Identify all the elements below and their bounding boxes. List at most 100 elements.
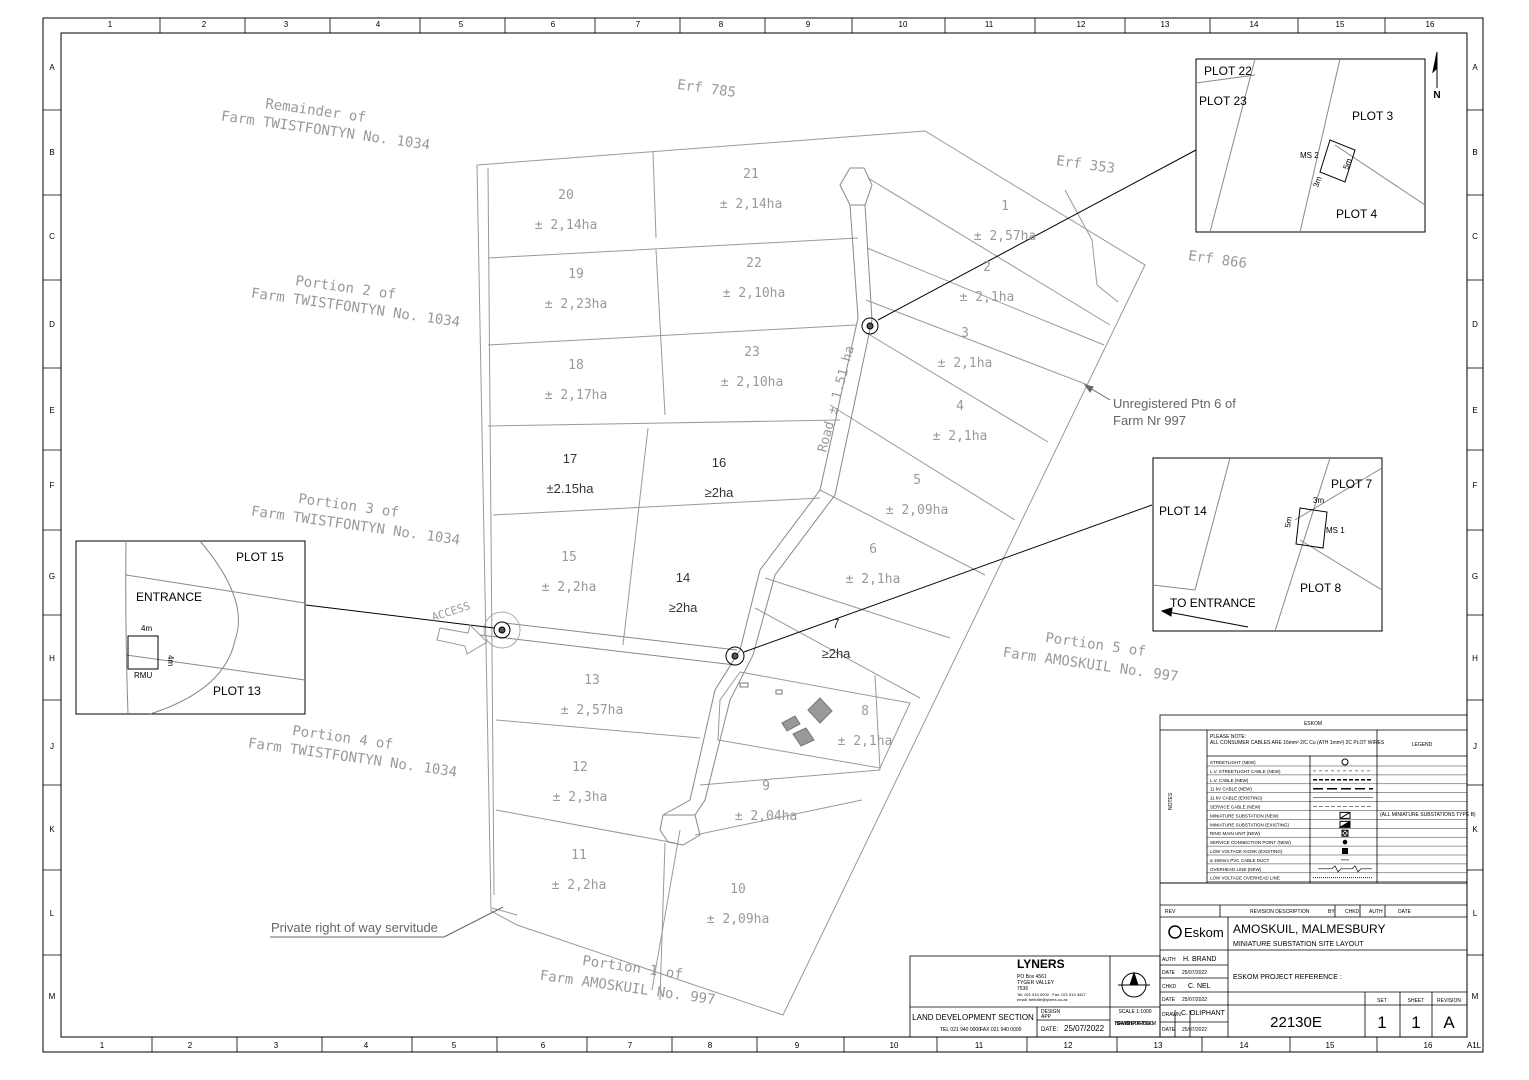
- plot-area-11: ± 2,2ha: [552, 878, 607, 893]
- legend-symbol-icon: [1339, 811, 1351, 819]
- grid-row-right-label: H: [1472, 654, 1478, 663]
- grid-col-top-label: 10: [899, 20, 908, 29]
- date-val-3: 25/07/2022: [1182, 1027, 1207, 1033]
- chkd-name: C. NEL: [1188, 983, 1211, 990]
- grid-row-left-label: G: [49, 572, 55, 581]
- plot-number-21: 21: [743, 167, 759, 182]
- internal-road: [479, 167, 873, 846]
- eskom-logo-text: Eskom: [1184, 925, 1224, 940]
- leader-lines: [270, 384, 1111, 938]
- plot-area-20: ± 2,14ha: [535, 218, 598, 233]
- consultant-addr-1: PO Box 4561: [1017, 974, 1047, 980]
- rev-chkd-col: CHKD: [1345, 909, 1360, 915]
- plot-number-16: 16: [712, 455, 726, 470]
- chkd-label: CHKD: [1162, 984, 1177, 990]
- project-subtitle: MINIATURE SUBSTATION SITE LAYOUT: [1233, 941, 1364, 948]
- legend-symbol-icon: [1338, 820, 1351, 828]
- inset-rmu-plot13: PLOT 13: [213, 684, 261, 698]
- rev-desc-col: REVISION DESCRIPTION: [1250, 909, 1310, 915]
- set-value: 1: [1377, 1013, 1386, 1032]
- legend-symbol-icon: [1318, 865, 1372, 873]
- grid-col-top-label: 9: [806, 20, 811, 29]
- legend-item-label: MINIATURE SUBSTATION (EXISTING): [1210, 822, 1290, 827]
- plot-number-19: 19: [568, 267, 584, 282]
- grid-row-right-label: L: [1473, 909, 1478, 918]
- drawing-frame: [42, 17, 1484, 1053]
- grid-row-right-label: C: [1472, 232, 1478, 241]
- grid-col-top-label: 4: [376, 20, 381, 29]
- grid-row-left-label: E: [49, 406, 54, 415]
- grid-row-right-label: K: [1472, 825, 1478, 834]
- inset-rmu-height: 4m: [166, 655, 175, 666]
- legend-item-label: STREETLIGHT (NEW): [1210, 760, 1256, 765]
- access-label: ACCESS: [430, 599, 472, 624]
- sheet-size-label: A1L: [1467, 1041, 1482, 1050]
- inset-ms1-box: [1152, 457, 1383, 632]
- consultant-section: LAND DEVELOPMENT SECTION: [912, 1013, 1034, 1022]
- grid-col-bottom-label: 6: [541, 1041, 546, 1050]
- grid-col-bottom-label: 11: [975, 1041, 984, 1050]
- grid-col-bottom-label: 8: [708, 1041, 713, 1050]
- plot-area-23: ± 2,10ha: [721, 375, 784, 390]
- grid-col-bottom-label: 13: [1154, 1041, 1163, 1050]
- grid-row-left-label: L: [50, 909, 55, 918]
- legend-item-label: 11 kV CABLE (NEW): [1210, 787, 1252, 792]
- inset-ms1-labels: PLOT 7 PLOT 14 PLOT 8 MS 1 3m 5m TO ENTR…: [1159, 477, 1372, 610]
- plot-area-1: ± 2,57ha: [974, 229, 1037, 244]
- unregistered-label-1: Unregistered Ptn 6 of: [1113, 396, 1236, 411]
- consultant-date-label: DATE:: [1041, 1027, 1059, 1033]
- inset-ms2-plot22: PLOT 22: [1204, 64, 1252, 78]
- grid-col-top-label: 8: [719, 20, 724, 29]
- grid-row-left-label: A: [49, 63, 55, 72]
- consultant-name: LYNERS: [1017, 957, 1065, 971]
- legend-item-label: ø 160mm PVC CABLE DUCT: [1210, 858, 1270, 863]
- inset-ms1-height: 5m: [1283, 516, 1294, 529]
- substation-ms1-marker: [725, 504, 1153, 666]
- inset-rmu-plot15: PLOT 15: [236, 550, 284, 564]
- legend-item-label: L.V. CABLE (NEW): [1210, 778, 1249, 783]
- inset-ms2-height: 5m: [1341, 157, 1353, 171]
- grid-row-left-label: K: [49, 825, 55, 834]
- legend-item-label: 11 kV CABLE (EXISTING): [1210, 796, 1263, 801]
- plot-number-7: 7: [832, 616, 839, 631]
- plot-area-8: ± 2,1ha: [838, 734, 893, 749]
- legend-texts: ESKOM PLEASE NOTE: ALL CONSUMER CABLES A…: [1168, 721, 1476, 818]
- plot-number-1: 1: [1001, 199, 1009, 214]
- grid-ticks: [43, 18, 1483, 1052]
- auth-label: AUTH: [1162, 957, 1176, 963]
- legend-symbol-icon: [1342, 839, 1348, 845]
- grid-col-bottom-label: 9: [795, 1041, 800, 1050]
- plot-area-12: ± 2,3ha: [553, 790, 608, 805]
- grid-row-left-label: H: [49, 654, 55, 663]
- erf785-label: Erf 785: [676, 77, 737, 101]
- plot-number-4: 4: [956, 399, 964, 414]
- project-reference-label: ESKOM PROJECT REFERENCE :: [1233, 974, 1342, 981]
- legend-note-1: PLEASE NOTE:: [1210, 734, 1246, 740]
- plot-number-18: 18: [568, 358, 584, 373]
- date-label-1: DATE: [1162, 970, 1176, 976]
- plot-area-18: ± 2,17ha: [545, 388, 608, 403]
- inset-ms1-plot14: PLOT 14: [1159, 504, 1207, 518]
- inset-rmu-label: RMU: [134, 671, 152, 680]
- grid-col-top-label: 3: [284, 20, 289, 29]
- grid-col-top-label: 12: [1077, 20, 1086, 29]
- legend-symbol-icon: [1342, 848, 1348, 854]
- plot-area-21: ± 2,14ha: [720, 197, 783, 212]
- consultant-contact: Tel: 021 914 0000 · Fax: 021 914 3427: [1017, 992, 1086, 997]
- consultant-appr-label: APP: [1041, 1014, 1052, 1020]
- grid-row-right-label: M: [1472, 992, 1479, 1001]
- revision-header: REV REVISION DESCRIPTION BY CHKD AUTH DA…: [1165, 909, 1412, 915]
- grid-row-left-label: J: [50, 742, 54, 751]
- plot-area-17: ±2.15ha: [547, 481, 595, 496]
- revision-label: REVISION: [1437, 998, 1461, 1004]
- grid-row-right-label: D: [1472, 320, 1478, 329]
- plot-number-11: 11: [571, 848, 587, 863]
- legend-symbol-icon: [1341, 829, 1349, 837]
- legend-item-label: OVERHEAD LINE (NEW): [1210, 867, 1262, 872]
- road-label: Road ± 1.51 ha: [815, 344, 858, 454]
- plot-area-16: ≥2ha: [705, 485, 735, 500]
- grid-col-bottom-label: 14: [1240, 1041, 1249, 1050]
- plot-area-14: ≥2ha: [669, 600, 699, 615]
- access-arrow: [436, 624, 488, 655]
- plot-number-13: 13: [584, 673, 600, 688]
